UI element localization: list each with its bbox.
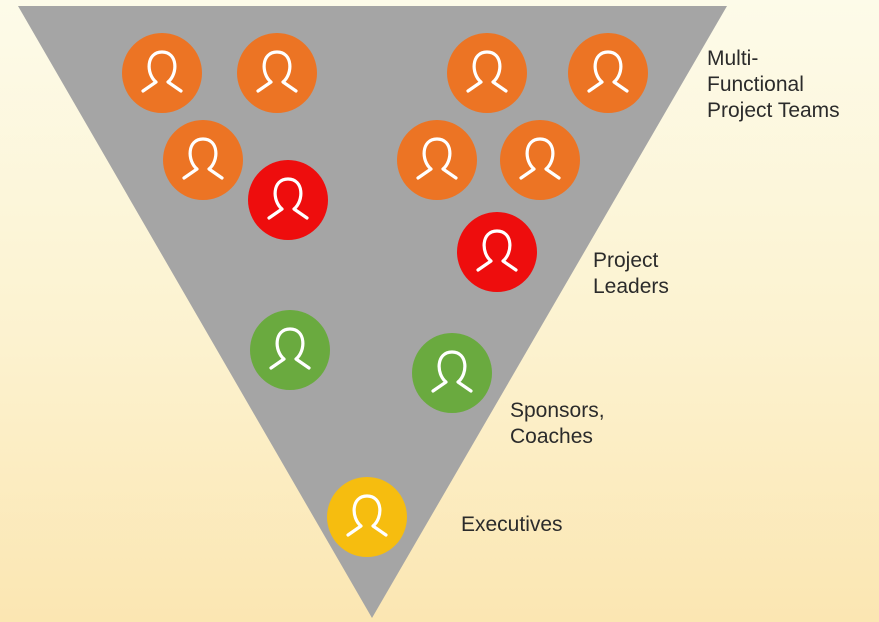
team-member-circle [397, 120, 477, 200]
executive-circle [327, 477, 407, 557]
label-sponsors-line-2: Coaches [510, 425, 593, 448]
label-leaders-line-2: Leaders [593, 275, 669, 298]
people-group [122, 33, 648, 557]
label-teams-line-2: Functional [707, 73, 804, 96]
sponsor-coach-circle [250, 310, 330, 390]
person-icon [431, 350, 473, 393]
team-member-circle [447, 33, 527, 113]
label-teams-line-3: Project Teams [707, 99, 840, 122]
person-icon [587, 50, 629, 93]
label-teams-line-1: Multi- [707, 47, 759, 70]
person-icon [476, 229, 518, 272]
team-member-circle [163, 120, 243, 200]
person-icon [346, 494, 388, 537]
project-leader-circle [248, 160, 328, 240]
project-leader-circle [457, 212, 537, 292]
label-multi-functional-project-teams: Multi- Functional Project Teams [707, 46, 840, 124]
person-icon [466, 50, 508, 93]
label-project-leaders: Project Leaders [593, 248, 669, 300]
label-executives: Executives [461, 512, 563, 538]
team-member-circle [122, 33, 202, 113]
team-member-circle [500, 120, 580, 200]
person-icon [267, 177, 309, 220]
label-sponsors-line-1: Sponsors, [510, 399, 605, 422]
person-icon [182, 137, 224, 180]
team-member-circle [237, 33, 317, 113]
person-icon [416, 137, 458, 180]
person-icon [519, 137, 561, 180]
label-leaders-line-1: Project [593, 249, 659, 272]
label-executives-line-1: Executives [461, 513, 563, 536]
person-icon [256, 50, 298, 93]
team-member-circle [568, 33, 648, 113]
label-sponsors-coaches: Sponsors, Coaches [510, 398, 605, 450]
person-icon [141, 50, 183, 93]
sponsor-coach-circle [412, 333, 492, 413]
person-icon [269, 327, 311, 370]
